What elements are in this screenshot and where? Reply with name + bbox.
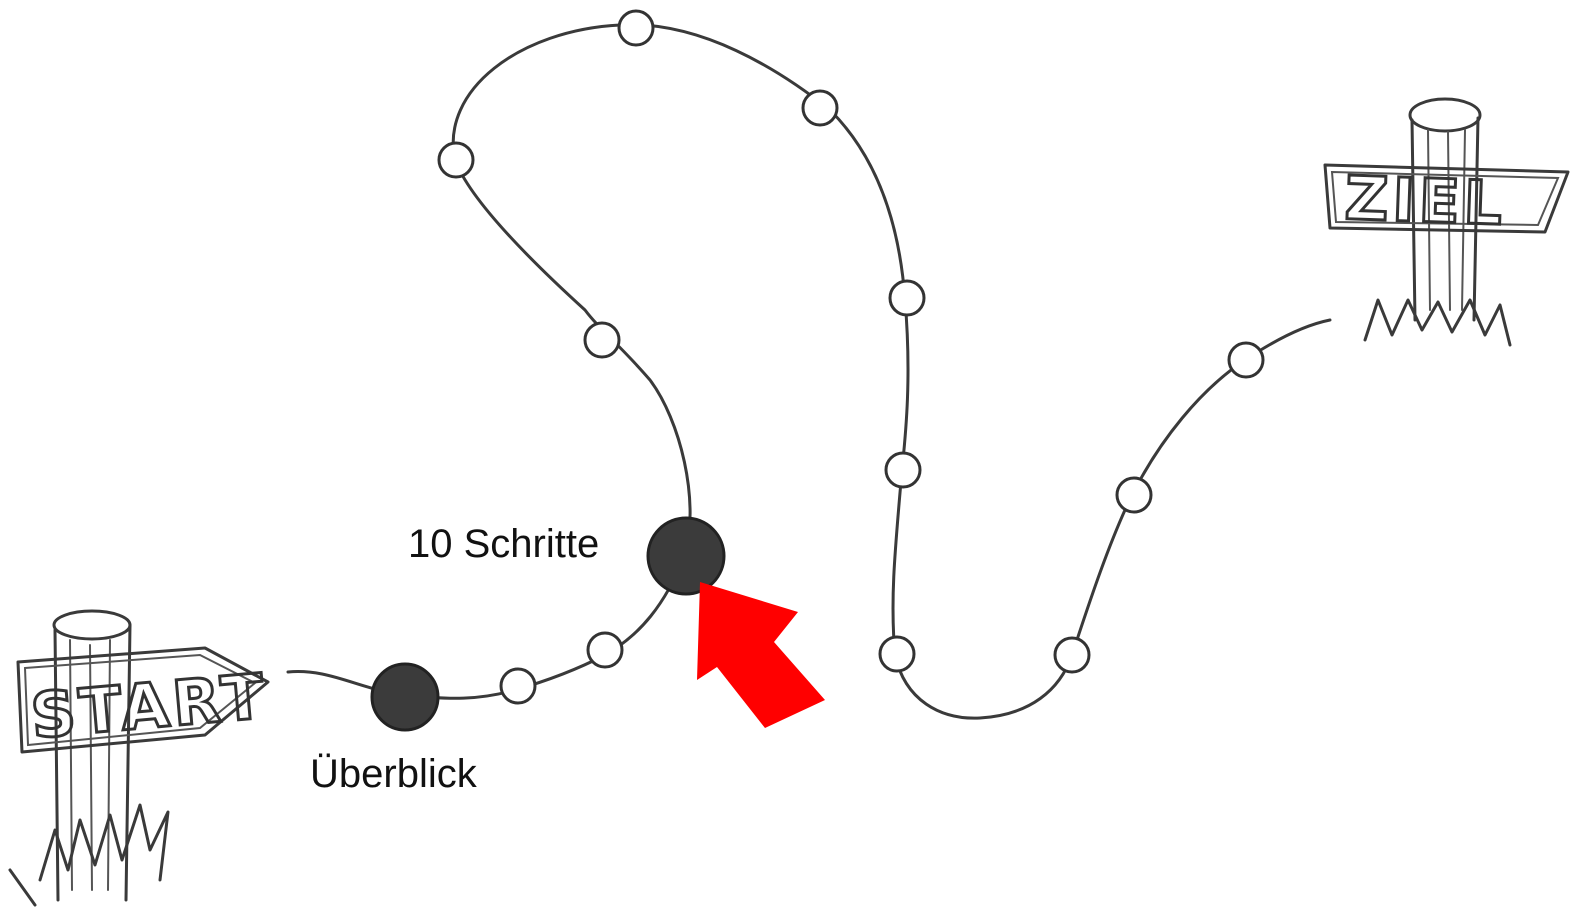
- start-sign-text: START: [28, 659, 271, 752]
- highlight-arrow: [697, 582, 825, 728]
- station-marker: [888, 279, 926, 317]
- station-marker: [1053, 636, 1091, 674]
- station-marker: [583, 321, 621, 359]
- start-signpost: START: [8, 609, 272, 907]
- milestone-ten-steps: [646, 516, 726, 596]
- milestone-overview: [370, 662, 440, 732]
- route-line: [286, 23, 1332, 720]
- station-marker: [884, 451, 922, 489]
- station-marker: [1227, 341, 1265, 379]
- station-marker: [617, 9, 655, 47]
- milestone-overview-label: Überblick: [310, 752, 477, 796]
- station-marker: [1115, 476, 1153, 514]
- station-marker: [499, 667, 537, 705]
- station-markers: [437, 9, 1265, 705]
- station-marker: [878, 635, 916, 673]
- station-marker: [437, 141, 475, 179]
- milestone-ten-steps-label: 10 Schritte: [408, 522, 600, 566]
- station-marker: [801, 89, 839, 127]
- goal-sign-text: ZIEL: [1344, 164, 1507, 240]
- goal-signpost: ZIEL: [1323, 97, 1570, 347]
- station-marker: [586, 631, 624, 669]
